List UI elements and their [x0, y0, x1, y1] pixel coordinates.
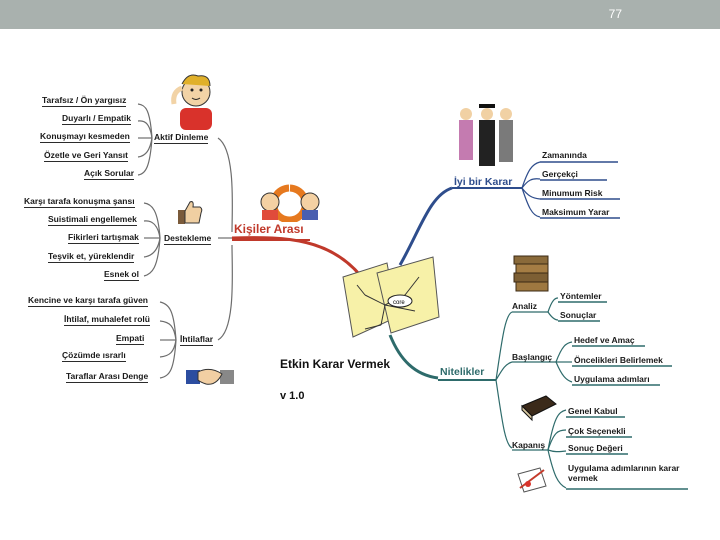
- thinking-person-icon: [171, 74, 212, 130]
- destekleme-title: Destekleme: [164, 233, 212, 245]
- baslangic-item: Uygulama adımları: [574, 374, 650, 384]
- ihtilaflar-item: Kencine ve karşı tarafa güven: [28, 295, 149, 307]
- analiz-item: Sonuçlar: [560, 310, 597, 320]
- kapanis-item: Genel Kabul: [568, 406, 618, 416]
- people-cycle-icon: [260, 184, 320, 222]
- page-number: 77: [608, 7, 622, 21]
- ihtilaflar-item: İhtilaf, muhalefet rolü: [64, 314, 150, 326]
- kapanis-item: Sonuç Değeri: [568, 443, 623, 453]
- aktif-item: Tarafsız / Ön yargısız: [42, 95, 127, 107]
- top-bar: 77: [0, 0, 720, 29]
- core-label: core: [393, 300, 405, 306]
- kapanis-title: Kapanış: [512, 440, 546, 450]
- kapanis-item: Çok Seçenekli: [568, 426, 626, 436]
- baslangic-item: Öncelikleri Belirlemek: [574, 355, 663, 365]
- analiz-item: Yöntemler: [560, 291, 602, 301]
- thumbs-up-icon: [178, 201, 203, 224]
- aktif-item: Açık Sorular: [84, 168, 135, 180]
- ihtilaflar-item: Empati: [116, 333, 145, 345]
- destekleme-item: Teşvik et, yüreklendir: [48, 251, 135, 263]
- books-icon: [513, 255, 549, 292]
- destekleme-item: Fikirleri tartışmak: [68, 232, 139, 244]
- iyi-karar-item: Minumum Risk: [542, 188, 603, 198]
- analiz-title: Analiz: [512, 301, 538, 311]
- branch-iyi-karar-line: [398, 186, 453, 266]
- map-papers-icon: core: [342, 256, 440, 338]
- destekleme-item: Esnek ol: [104, 269, 139, 281]
- kapanis-item: Uygulama adımlarının karar vermek: [568, 463, 680, 483]
- ihtilaflar-item: Çözümde ısrarlı: [62, 350, 126, 362]
- graduates-icon: [459, 104, 513, 166]
- aktif-item: Özetle ve Geri Yansıt: [44, 150, 128, 162]
- branch-nitelikler-line: [388, 334, 439, 380]
- book-icon: [521, 395, 557, 422]
- baslangic-item: Hedef ve Amaç: [574, 335, 635, 345]
- handshake-icon: [186, 368, 234, 385]
- branch-kisiler-line: [231, 236, 362, 276]
- iyi-karar-item: Zamanında: [542, 150, 587, 160]
- baslangic-title: Başlangıç: [512, 352, 553, 362]
- branch-nitelikler-title: Nitelikler: [440, 366, 485, 378]
- aktif-item: Duyarlı / Empatik: [62, 113, 131, 125]
- aktif-item: Konuşmayı kesmeden: [40, 131, 130, 143]
- center-version: v 1.0: [280, 390, 305, 402]
- center-title: Etkin Karar Vermek: [280, 357, 391, 371]
- iyi-karar-item: Gerçekçi: [542, 169, 578, 179]
- ihtilaflar-title: İhtilaflar: [180, 334, 214, 346]
- iyi-karar-item: Maksimum Yarar: [542, 207, 610, 217]
- destekleme-item: Suistimali engellemek: [48, 214, 137, 226]
- pen-paper-icon: [517, 467, 547, 493]
- aktif-dinleme-title: Aktif Dinleme: [154, 132, 209, 144]
- branch-kisiler-title: Kişiler Arası: [234, 222, 304, 236]
- branch-iyi-karar-title: İyi bir Karar: [454, 176, 513, 188]
- ihtilaflar-item: Taraflar Arası Denge: [66, 371, 149, 383]
- destekleme-item: Karşı tarafa konuşma şansı: [24, 196, 135, 208]
